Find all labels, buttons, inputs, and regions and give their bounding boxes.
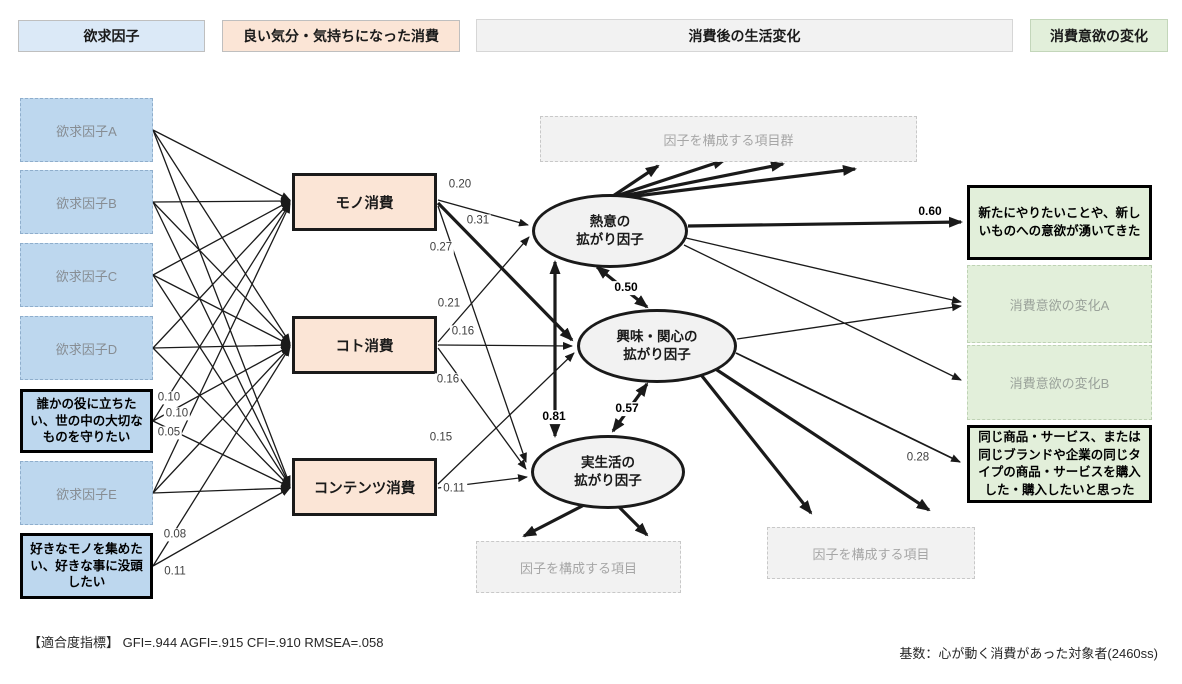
interest-factor-label-line1: 興味・関心の [616, 329, 698, 345]
mono-consumption-box: モノ消費 [292, 173, 437, 231]
path-coefficient: 0.15 [427, 431, 455, 445]
enthusiasm-factor-label-line2: 拡がり因子 [576, 232, 644, 247]
path-coefficient: 0.11 [162, 565, 188, 579]
real-life-factor-label-line1: 実生活の [581, 455, 635, 471]
factor-to-outcome-arrows [683, 216, 963, 463]
interest-factor-label-line2: 拡がり因子 [623, 347, 691, 362]
path-coefficient: 0.27 [427, 241, 455, 255]
path-coefficient: 0.31 [464, 214, 492, 228]
path-coefficient: 0.10 [155, 391, 183, 405]
header-life-change-after-consumption: 消費後の生活変化 [476, 19, 1013, 52]
path-coefficient: 0.08 [161, 528, 189, 542]
desire-collect-hobby-box: 好きなモノを集めたい、好きな事に没頭したい [20, 533, 153, 599]
outcome-repurchase-box: 同じ商品・サービス、または同じブランドや企業の同じタイプの商品・サービスを購入し… [967, 425, 1152, 503]
constituent-items-bottom-left-box: 因子を構成する項目 [476, 541, 681, 593]
outcome-change-a-box: 消費意欲の変化A [967, 265, 1152, 343]
sample-base-note: 基数：心が動く消費があった対象者(2460ss) [899, 646, 1158, 661]
path-coefficient: 0.20 [446, 178, 474, 192]
path-coefficient: 0.57 [613, 401, 641, 416]
path-coefficient: 0.10 [163, 407, 191, 421]
desire-help-others-box: 誰かの役に立ちたい、世の中の大切なものを守りたい [20, 389, 153, 453]
outcome-change-b-box: 消費意欲の変化B [967, 345, 1152, 420]
constituent-items-bottom-right-box: 因子を構成する項目 [767, 527, 975, 579]
header-desire-factors: 欲求因子 [18, 20, 205, 52]
real-life-factor-label-line2: 拡がり因子 [574, 473, 642, 488]
path-coefficient: 0.50 [612, 280, 640, 295]
enthusiasm-factor-ellipse: 熱意の 拡がり因子 [532, 194, 688, 268]
desire-factor-d-box: 欲求因子D [20, 316, 153, 380]
outcome-new-desire-box: 新たにやりたいことや、新しいものへの意欲が湧いてきた [967, 185, 1152, 260]
path-coefficient: 0.16 [449, 325, 477, 339]
enthusiasm-factor-label-line1: 熱意の [589, 214, 631, 230]
path-coefficient: 0.60 [916, 204, 944, 219]
path-coefficient: 0.05 [155, 426, 183, 440]
path-coefficient: 0.16 [434, 373, 462, 387]
desire-factor-b-box: 欲求因子B [20, 170, 153, 234]
path-coefficient: 0.28 [904, 451, 932, 465]
desire-to-consumption-arrows [152, 129, 291, 567]
desire-factor-c-box: 欲求因子C [20, 243, 153, 307]
factor-to-item-arrows [522, 158, 931, 538]
content-consumption-box: コンテンツ消費 [292, 458, 437, 516]
real-life-factor-ellipse: 実生活の 拡がり因子 [531, 435, 685, 509]
header-feel-good-consumption: 良い気分・気持ちになった消費 [222, 20, 460, 52]
fit-indices-note: 【適合度指標】 GFI=.944 AGFI=.915 CFI=.910 RMSE… [28, 635, 384, 650]
path-coefficient: 0.21 [435, 297, 463, 311]
interest-factor-ellipse: 興味・関心の 拡がり因子 [577, 309, 737, 383]
header-appetite-change: 消費意欲の変化 [1030, 19, 1168, 52]
path-coefficient: 0.81 [540, 409, 568, 424]
desire-factor-a-box: 欲求因子A [20, 98, 153, 162]
koto-consumption-box: コト消費 [292, 316, 437, 374]
constituent-items-top-box: 因子を構成する項目群 [540, 116, 917, 162]
path-coefficient: 0.11 [441, 482, 467, 496]
desire-factor-e-box: 欲求因子E [20, 461, 153, 525]
